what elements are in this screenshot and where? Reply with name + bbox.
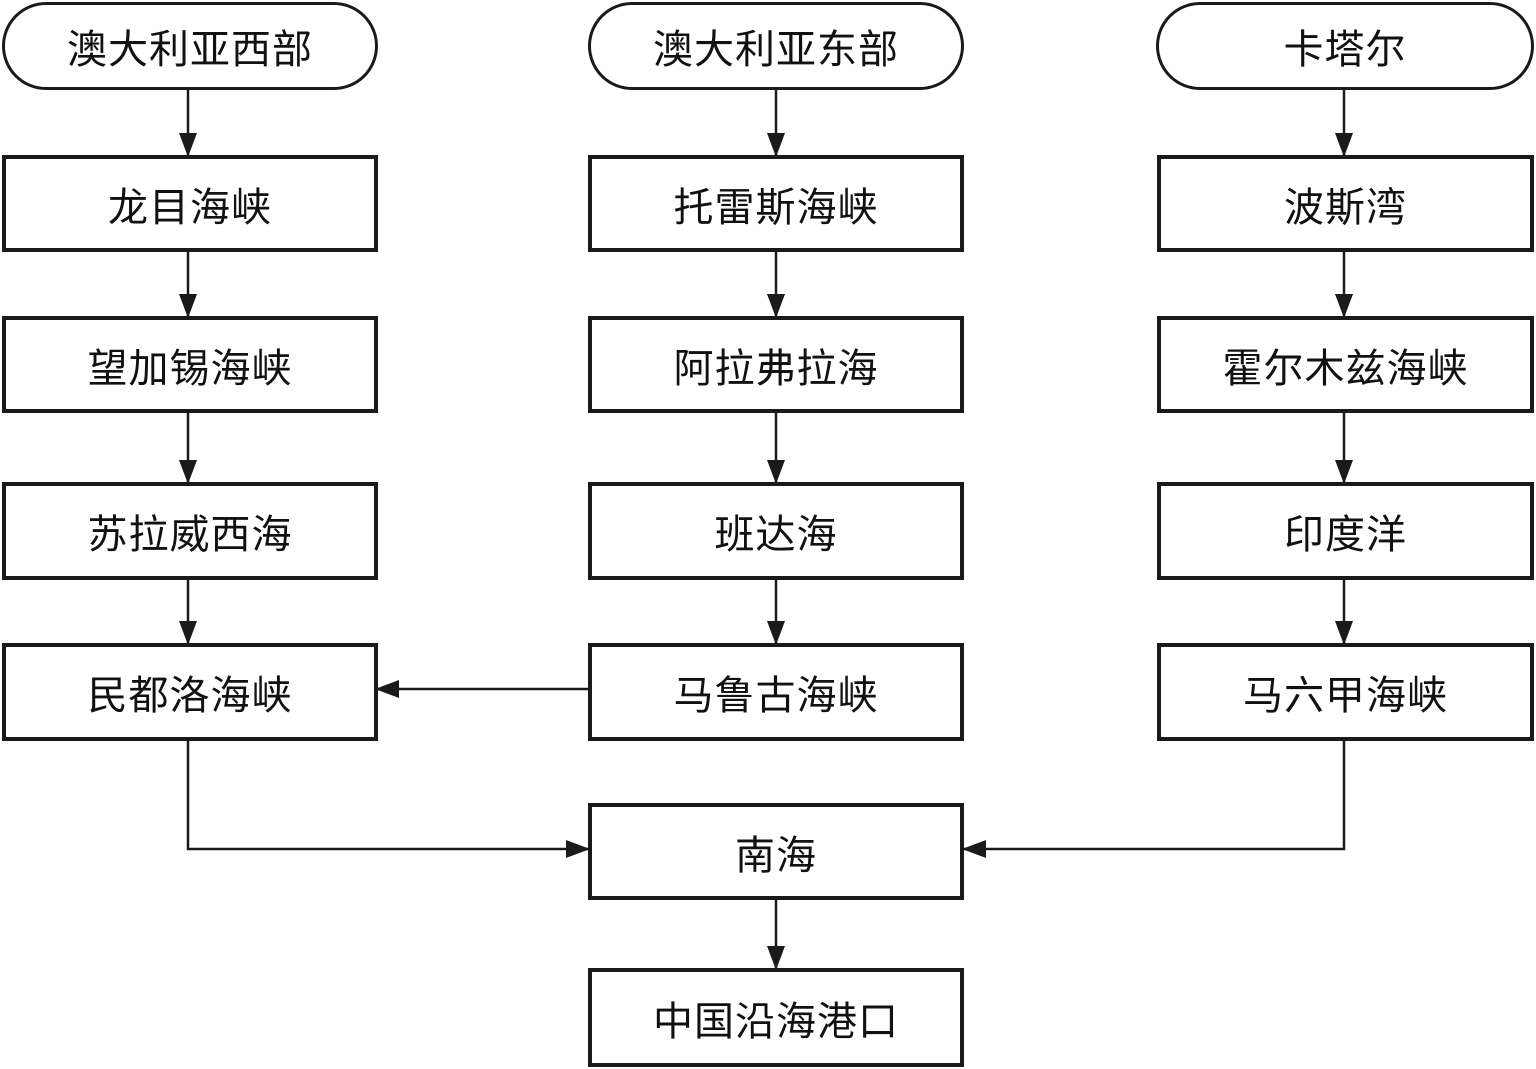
node-west-step-2: 望加锡海峡 bbox=[2, 316, 378, 413]
node-destination: 中国沿海港口 bbox=[588, 968, 964, 1067]
node-west-step-1: 龙目海峡 bbox=[2, 155, 378, 252]
node-qatar-step-3: 印度洋 bbox=[1157, 482, 1534, 580]
node-label: 民都洛海峡 bbox=[87, 673, 293, 719]
node-east-step-4: 马鲁古海峡 bbox=[588, 643, 964, 741]
start-node-west-australia: 澳大利亚西部 bbox=[2, 2, 378, 90]
node-qatar-step-2: 霍尔木兹海峡 bbox=[1157, 316, 1534, 413]
start-node-label: 澳大利亚东部 bbox=[653, 27, 899, 73]
node-label: 班达海 bbox=[714, 512, 838, 558]
node-label: 霍尔木兹海峡 bbox=[1222, 345, 1469, 392]
start-node-label: 卡塔尔 bbox=[1283, 27, 1407, 73]
node-label: 印度洋 bbox=[1284, 512, 1407, 558]
node-label: 阿拉弗拉海 bbox=[673, 345, 879, 392]
node-east-step-2: 阿拉弗拉海 bbox=[588, 316, 964, 413]
node-qatar-step-1: 波斯湾 bbox=[1157, 155, 1534, 252]
node-label: 龙目海峡 bbox=[108, 184, 272, 231]
node-label: 托雷斯海峡 bbox=[673, 184, 879, 231]
node-east-step-3: 班达海 bbox=[588, 482, 964, 580]
node-west-step-3: 苏拉威西海 bbox=[2, 482, 378, 580]
node-label: 马六甲海峡 bbox=[1243, 673, 1448, 719]
start-node-qatar: 卡塔尔 bbox=[1156, 2, 1534, 90]
start-node-label: 澳大利亚西部 bbox=[67, 27, 313, 73]
node-label: 苏拉威西海 bbox=[87, 512, 293, 558]
node-qatar-step-4: 马六甲海峡 bbox=[1157, 643, 1534, 741]
node-west-step-4: 民都洛海峡 bbox=[2, 643, 378, 741]
node-label: 波斯湾 bbox=[1284, 184, 1407, 231]
node-label: 中国沿海港口 bbox=[653, 998, 899, 1045]
arrow-west-4-to-south-sea bbox=[186, 741, 590, 858]
node-south-sea: 南海 bbox=[588, 803, 964, 900]
node-east-step-1: 托雷斯海峡 bbox=[588, 155, 964, 252]
node-label: 南海 bbox=[735, 832, 817, 879]
node-label: 马鲁古海峡 bbox=[673, 673, 879, 719]
arrow-qatar-4-to-south-sea bbox=[962, 741, 1346, 858]
node-label: 望加锡海峡 bbox=[87, 345, 293, 392]
start-node-east-australia: 澳大利亚东部 bbox=[588, 2, 964, 90]
